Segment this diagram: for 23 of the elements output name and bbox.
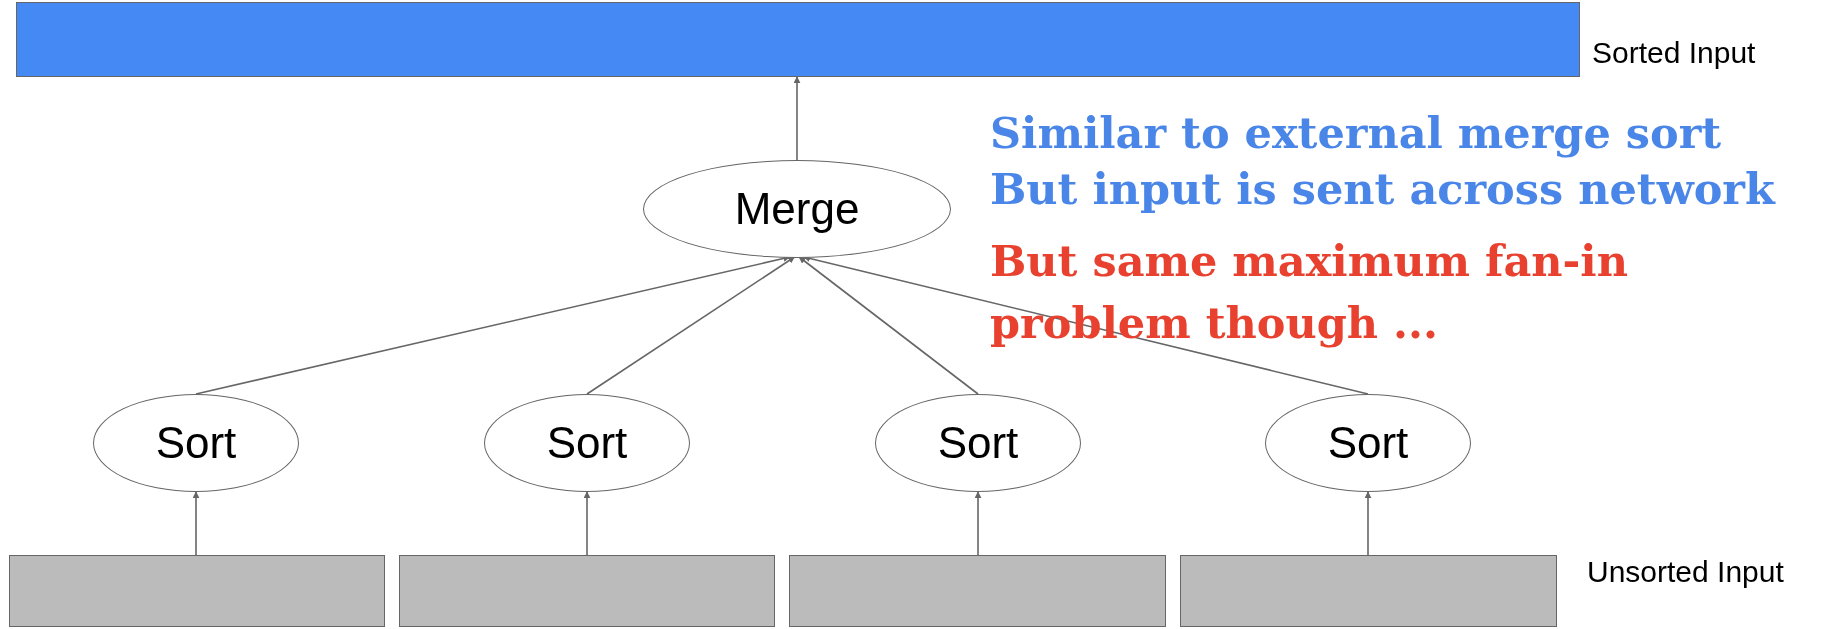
arrow (192, 491, 200, 556)
input-bar (16, 2, 1580, 77)
arrow (195, 255, 791, 395)
node-label: Sort (1327, 418, 1409, 468)
bar-caption: Sorted Input (1592, 35, 1756, 70)
arrow (1364, 491, 1372, 556)
arrow (974, 491, 982, 556)
arrow (586, 256, 796, 395)
note-text: Similar to external merge sort (990, 108, 1722, 158)
arrow (798, 256, 979, 395)
node-label: Sort (155, 418, 237, 468)
node-label: Sort (937, 418, 1019, 468)
input-bar (9, 555, 385, 627)
node-label: Sort (546, 418, 628, 468)
input-bar (399, 555, 775, 627)
arrow (803, 255, 1369, 395)
arrow (793, 76, 801, 161)
input-bar (1180, 555, 1557, 627)
bar-caption: Unsorted Input (1587, 555, 1784, 589)
note-text: But input is sent across network (990, 164, 1775, 214)
input-bar (789, 555, 1166, 627)
arrow (583, 491, 591, 556)
node-label: Merge (734, 184, 860, 234)
